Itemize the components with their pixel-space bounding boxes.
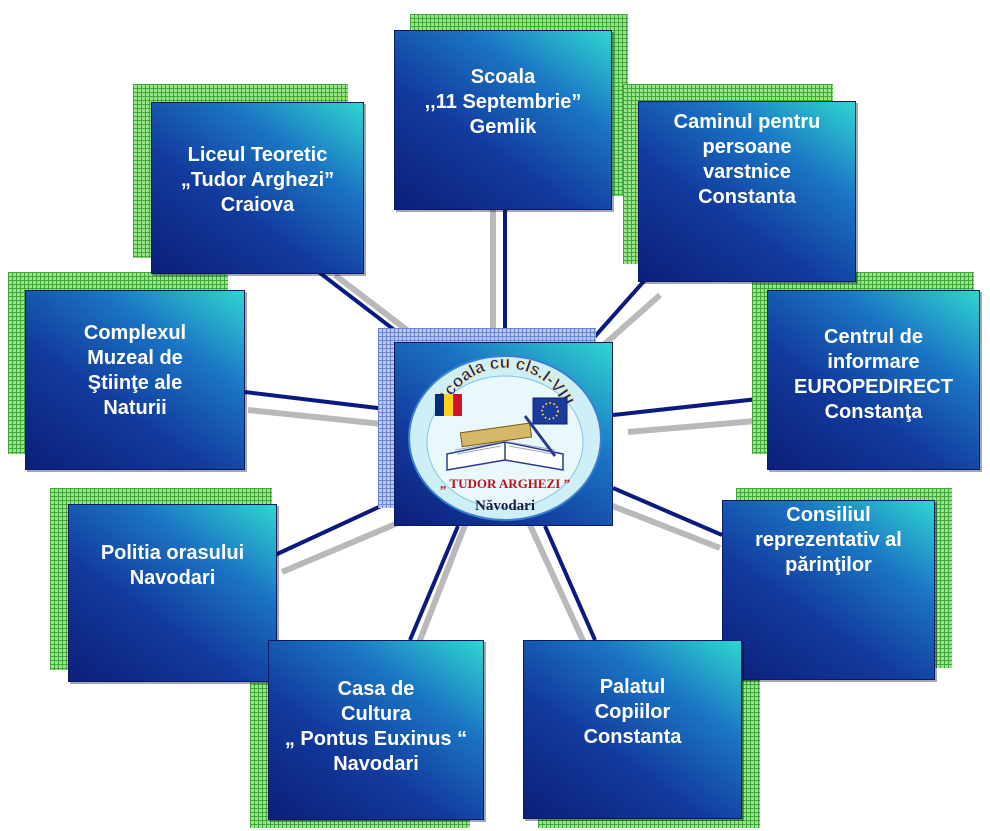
connector-centrul bbox=[612, 396, 768, 417]
node-casa-cultura: Casa de Cultura „ Pontus Euxinus “ Navod… bbox=[268, 640, 484, 820]
connector-casa-cultura bbox=[408, 525, 460, 641]
connector-politia bbox=[274, 498, 395, 557]
node-caminul-varstnice: Caminul pentru persoane varstnice Consta… bbox=[638, 101, 856, 282]
romanian-flag-icon bbox=[435, 394, 462, 416]
node-label: Consiliul reprezentativ al părinţilor bbox=[755, 504, 902, 576]
node-label: Scoala ,,11 Septembrie” Gemlik bbox=[424, 66, 582, 138]
school-logo: Scoala cu cls.I-VIII „ TUDOR ARGHEZI ” N… bbox=[408, 353, 602, 521]
node-consiliul-parintilor: Consiliul reprezentativ al părinţilor bbox=[722, 500, 935, 680]
connector-caminul bbox=[588, 278, 647, 344]
open-book-icon bbox=[446, 415, 564, 471]
connector-consiliul bbox=[612, 486, 723, 537]
node-label: Complexul Muzeal de Ştiinţe ale Naturii bbox=[83, 322, 187, 419]
node-politia-navodari: Politia orasului Navodari bbox=[68, 504, 277, 682]
node-label: Palatul Copiilor Constanta bbox=[583, 676, 682, 748]
connector-palatul bbox=[543, 525, 597, 641]
node-palatul-copiilor: Palatul Copiilor Constanta bbox=[523, 640, 742, 819]
node-centrul-europedirect: Centrul de informare EUROPEDIRECT Consta… bbox=[767, 290, 980, 470]
connector-complexul bbox=[244, 390, 395, 412]
logo-town: Năvodari bbox=[475, 498, 535, 514]
node-scoala-gemlik: Scoala ,,11 Septembrie” Gemlik bbox=[394, 30, 612, 210]
node-liceul-arghezi: Liceul Teoretic „Tudor Arghezi” Craiova bbox=[151, 102, 364, 274]
node-label: Liceul Teoretic „Tudor Arghezi” Craiova bbox=[180, 144, 335, 216]
logo-school-name: „ TUDOR ARGHEZI ” bbox=[440, 476, 570, 491]
node-label: Caminul pentru persoane varstnice Consta… bbox=[673, 111, 821, 208]
node-label: Centrul de informare EUROPEDIRECT Consta… bbox=[794, 326, 953, 423]
node-label: Politia orasului Navodari bbox=[100, 542, 245, 589]
node-label: Casa de Cultura „ Pontus Euxinus “ Navod… bbox=[284, 678, 468, 775]
node-complexul-muzeal: Complexul Muzeal de Ştiinţe ale Naturii bbox=[25, 290, 245, 470]
eu-flag-icon bbox=[532, 397, 568, 425]
connector-shadows bbox=[247, 196, 768, 647]
